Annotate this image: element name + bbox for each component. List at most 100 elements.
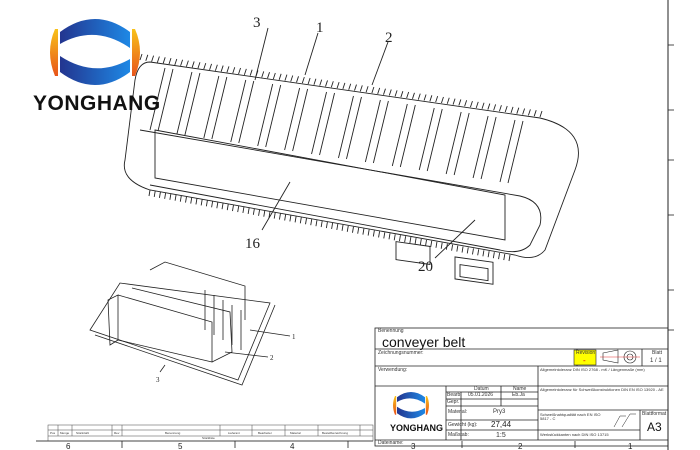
cleat-edge: [480, 116, 497, 180]
callout-16: 16: [245, 236, 261, 252]
cleat-edge: [292, 88, 309, 152]
cleat-edge: [399, 104, 416, 168]
sidewall-tooth: [441, 96, 444, 104]
sidewall-tooth: [429, 95, 433, 102]
rev-header-menge: Menge: [60, 430, 70, 435]
cleat-edge: [346, 96, 362, 160]
sidewall-tooth: [220, 65, 224, 72]
cleats: [149, 67, 524, 184]
leader-line: [304, 32, 319, 76]
sidewall-tooth: [168, 57, 172, 65]
cleat: [364, 99, 381, 163]
cleat-edge: [319, 92, 335, 156]
yonghang-logo: [50, 19, 140, 85]
sidewall-tooth: [383, 232, 386, 239]
main-belt-view: [123, 27, 579, 285]
sidewall-tooth: [205, 200, 208, 207]
cutout-window-2-inner: [459, 264, 489, 282]
sidewall-tooth: [290, 75, 294, 82]
leader-line: [254, 27, 269, 81]
sidewall-tooth: [221, 203, 224, 210]
cleat-edge: [184, 72, 201, 136]
sidewall-tooth: [325, 221, 328, 229]
blatt-label: Blatt: [652, 350, 663, 356]
sidewall-tooth: [456, 245, 459, 252]
sidewall-tooth: [383, 88, 386, 95]
sidewall-tooth: [169, 193, 172, 200]
sidewall-tooth: [341, 224, 344, 231]
sidewall-tooth: [393, 234, 396, 241]
belt-sidewall: [139, 129, 542, 253]
sidewall-tooth: [539, 110, 543, 118]
zone-3: 3: [411, 442, 416, 450]
sidewall-tooth: [458, 99, 462, 106]
sidewall-tooth: [498, 105, 502, 112]
leader-line: [434, 219, 476, 259]
sidewall-tooth: [139, 53, 143, 61]
detail-cleat-back: [149, 261, 246, 320]
sidewall-tooth: [195, 198, 198, 205]
cleat-edge: [426, 108, 443, 172]
sidewall-tooth: [252, 208, 255, 215]
detail-base-edge: [94, 304, 276, 386]
sidewall-tooth: [508, 254, 511, 262]
sidewall-tooth: [162, 57, 166, 64]
sidewall-tooth: [470, 100, 473, 108]
sidewall-tooth: [267, 72, 270, 79]
sidewall-tooth: [503, 253, 506, 261]
sidewall-tooth: [522, 108, 526, 115]
zone-ticks: [121, 441, 576, 448]
sidewall-tooth: [461, 246, 464, 253]
sidewall-tooth: [301, 76, 305, 84]
sidewall-tooth: [226, 66, 230, 73]
rev-table-footer: Stückliste: [202, 436, 215, 440]
cleat-edge: [157, 68, 174, 132]
sidewall-tooth: [365, 86, 369, 93]
sidewall-tooth: [320, 221, 323, 228]
sidewall-tooth: [238, 67, 241, 75]
gewicht-label: Gewicht (kg):: [448, 422, 478, 428]
sidewall-tooth: [367, 229, 370, 236]
sidewall-tooth: [242, 206, 245, 214]
sidewall-tooth: [299, 217, 302, 224]
sidewall-tooth: [372, 230, 375, 237]
detail-sidewall: [107, 294, 213, 363]
sidewall-tooth: [362, 228, 365, 235]
sidewall-tooth: [174, 58, 178, 66]
sidewall-tooth: [190, 197, 193, 204]
blattformat-label: Blattformat: [642, 411, 667, 417]
verwendung-label: Verwendung:: [378, 367, 408, 373]
detail-callout-2: 2: [270, 354, 274, 362]
sidewall-tooth: [516, 107, 520, 114]
sidewall-tooth: [336, 81, 340, 89]
belt-outline: [123, 61, 579, 259]
sidewall-tooth: [261, 71, 265, 78]
sidewall-tooth: [378, 231, 381, 238]
rev-header-rev: Rev: [114, 430, 120, 435]
sidewall-tooth: [200, 199, 203, 206]
sidewall-tooth: [226, 204, 229, 211]
weld-symbol-icon: [613, 413, 636, 428]
sidewall-tooth: [243, 68, 247, 76]
sidewall-tooth: [180, 59, 184, 66]
sidewall-tooth: [325, 80, 328, 87]
zone-2: 2: [518, 442, 523, 450]
sidewall-tooth: [237, 205, 240, 213]
revision-table: [36, 424, 374, 442]
cleat-edge: [372, 100, 389, 164]
sidewall-tooth: [232, 204, 234, 212]
cutout-window-1: [395, 241, 431, 265]
sidewall-tooth: [214, 64, 218, 71]
sidewall-tooth: [209, 63, 212, 71]
sidewall-tooth: [284, 74, 288, 81]
cleat: [284, 87, 301, 151]
sidewall-tooth: [145, 54, 149, 61]
callout-2: 2: [385, 30, 393, 46]
sidewall-tooth: [404, 236, 407, 243]
sidewall-tooth: [451, 244, 454, 251]
sidewall-tooth: [296, 76, 299, 83]
sidewall-tooth: [412, 92, 415, 99]
detail-leader-line: [224, 351, 269, 358]
sidewall-tooth: [419, 238, 422, 246]
